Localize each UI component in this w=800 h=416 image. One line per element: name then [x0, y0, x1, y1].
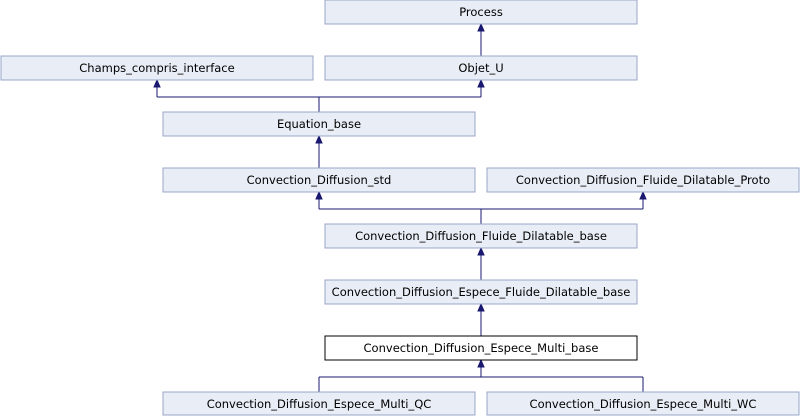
node-box	[324, 55, 638, 81]
node-convection-diffusion-espece-multi-base: Convection_Diffusion_Espece_Multi_base	[324, 335, 638, 361]
node-label: Convection_Diffusion_Espece_Multi_base	[364, 341, 599, 355]
edges	[153, 22, 647, 392]
node-box	[162, 391, 476, 416]
node-label: Convection_Diffusion_Fluide_Dilatable_Pr…	[516, 173, 770, 187]
arrow-icon	[477, 358, 485, 368]
node-convection-diffusion-espece-fluide-dilatable-base[interactable]: Convection_Diffusion_Espece_Fluide_Dilat…	[324, 279, 638, 305]
node-label: Objet_U	[458, 61, 503, 75]
node-box	[324, 279, 638, 305]
node-box	[486, 391, 800, 416]
node-label: Convection_Diffusion_Espece_Multi_WC	[530, 397, 757, 411]
edge-equation-base-to-parents	[156, 86, 482, 112]
node-box	[162, 111, 476, 137]
node-label: Convection_Diffusion_std	[247, 173, 392, 187]
arrow-icon	[477, 302, 485, 312]
node-convection-diffusion-std[interactable]: Convection_Diffusion_std	[162, 167, 476, 193]
node-box	[162, 167, 476, 193]
arrow-icon	[639, 190, 647, 200]
node-champs-compris-interface[interactable]: Champs_compris_interface	[0, 55, 314, 81]
node-objet-u[interactable]: Objet_U	[324, 55, 638, 81]
node-convection-diffusion-fluide-dilatable-base[interactable]: Convection_Diffusion_Fluide_Dilatable_ba…	[324, 223, 638, 249]
arrow-icon	[153, 78, 161, 88]
arrow-icon	[477, 22, 485, 32]
node-box	[324, 223, 638, 249]
node-box	[486, 167, 800, 193]
node-process[interactable]: Process	[324, 0, 638, 25]
current-node-box	[324, 335, 638, 361]
node-convection-diffusion-espece-multi-wc[interactable]: Convection_Diffusion_Espece_Multi_WC	[486, 391, 800, 416]
node-box	[324, 0, 638, 25]
arrow-icon	[315, 190, 323, 200]
edge-cd-fd-base-to-parents	[318, 199, 644, 224]
node-convection-diffusion-espece-multi-qc[interactable]: Convection_Diffusion_Espece_Multi_QC	[162, 391, 476, 416]
node-label: Equation_base	[277, 117, 361, 131]
node-label: Process	[459, 5, 503, 19]
node-equation-base[interactable]: Equation_base	[162, 111, 476, 137]
arrow-icon	[477, 246, 485, 256]
node-label: Convection_Diffusion_Espece_Multi_QC	[207, 397, 432, 411]
node-box	[0, 55, 314, 81]
arrow-icon	[315, 134, 323, 144]
edge-children-to-cd-e-multi-base	[318, 367, 644, 392]
node-label: Convection_Diffusion_Espece_Fluide_Dilat…	[332, 285, 631, 299]
node-convection-diffusion-fluide-dilatable-proto[interactable]: Convection_Diffusion_Fluide_Dilatable_Pr…	[486, 167, 800, 193]
node-label: Champs_compris_interface	[79, 61, 234, 75]
arrow-icon	[477, 78, 485, 88]
node-label: Convection_Diffusion_Fluide_Dilatable_ba…	[355, 229, 607, 243]
